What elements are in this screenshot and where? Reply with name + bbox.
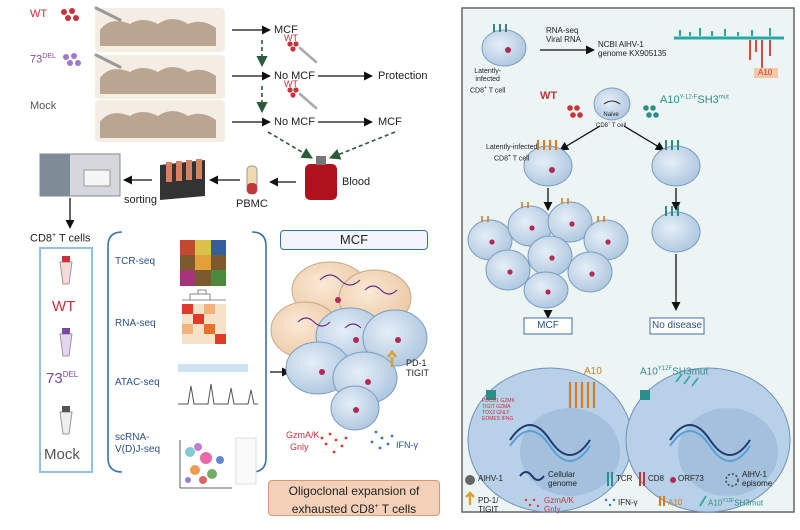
pd1-receptor-icon: [387, 349, 397, 367]
legend-tcr: TCR: [616, 474, 633, 483]
tube-panel: [39, 247, 93, 473]
cell-sorter-icon: [39, 153, 121, 197]
gene-list: PDCD1 GZMK TIGIT GZMA TOX2 GNLY EOMES IF…: [482, 398, 515, 422]
no-disease-label: No disease: [651, 320, 703, 331]
method-atac: ATAC-seq: [115, 377, 160, 388]
tube-label-mock: Mock: [44, 446, 80, 463]
ifng-dots: [370, 430, 394, 450]
legend-genome: Cellular genome: [548, 470, 577, 488]
gzma-label: GzmA/K: [286, 430, 320, 440]
cd8-title: CD8+ T cells: [30, 232, 91, 245]
legend-cd8: CD8: [648, 474, 665, 483]
legend-alhv1: AlHV-1: [478, 474, 503, 483]
mutant-cell-lower: [651, 206, 701, 253]
cow-group-wt: [95, 8, 225, 52]
blood-label: Blood: [342, 176, 371, 188]
method-bracket: [107, 231, 123, 473]
blood-bag-icon: [305, 156, 337, 200]
mcf-outcome-label: MCF: [537, 320, 559, 331]
tube-mock-icon: [59, 406, 73, 435]
pbmc-label: PBMC: [236, 198, 268, 210]
pd1-label: PD-1: [406, 358, 427, 368]
method-scrna: scRNA-: [115, 432, 150, 443]
nucleus-mut-label: A10Y12FSH3mut: [640, 366, 709, 378]
umap-plot: [179, 437, 257, 489]
tube-rack-icon: [160, 159, 205, 200]
virus-cluster-wt: [61, 8, 79, 21]
wt-label: WT: [540, 90, 558, 102]
naive-cell: [593, 87, 631, 121]
gzm-dots: [320, 432, 348, 454]
mutant-label: A10Y-12-FSH3mut: [660, 94, 729, 106]
challenge-label-1: WT: [284, 33, 298, 43]
challenge-label-2: WT: [284, 79, 298, 89]
mcf-cell-cluster: [270, 261, 428, 431]
ifng-label: IFN-γ: [396, 440, 418, 450]
legend-pd1-tigit: PD-1/ TIGIT: [478, 496, 499, 514]
result-mock: No MCF: [274, 116, 315, 128]
a10-tag: A10: [758, 68, 773, 77]
tube-label-wt: WT: [52, 298, 76, 315]
tigit-label: TIGIT: [406, 368, 429, 378]
gnly-label: Gnly: [290, 442, 309, 452]
group-label-mock: Mock: [30, 100, 57, 112]
legend: [465, 471, 739, 508]
mutant-cell-mid: [651, 140, 701, 187]
result-wt: MCF: [274, 24, 298, 36]
method-bracket-right: [251, 231, 267, 473]
cow-group-del: [95, 55, 225, 99]
atac-tracks: [178, 364, 258, 405]
group-label-del: 73DEL: [30, 53, 56, 66]
outcome-mock: MCF: [378, 116, 402, 128]
tube-del-icon: [59, 328, 73, 357]
legend-episome: AlHV-1 episome: [742, 470, 773, 488]
virus-cluster-del: [63, 53, 81, 66]
rna-heatmap: [182, 289, 226, 344]
mcf-title-box: MCF: [280, 230, 428, 250]
legend-gzm: GzmA/K Gnly: [544, 496, 574, 514]
tube-label-del: 73DEL: [46, 370, 79, 387]
mutant-virus-icon: [643, 105, 659, 118]
legend-a10mut: A10Y12FSH3mut: [708, 498, 764, 508]
syringe-icon: [94, 6, 122, 69]
genome-track: [674, 28, 784, 78]
challenge-syringe-icon: [298, 46, 318, 110]
tube-wt-icon: [59, 256, 73, 285]
legend-orf73: ORF73: [678, 474, 704, 483]
result-del: No MCF: [274, 70, 315, 82]
method-rna: RNA-seq: [115, 318, 156, 329]
legend-a10: A10: [668, 498, 683, 507]
group-label-wt: WT: [30, 8, 48, 20]
pbmc-tube-icon: [246, 165, 258, 195]
expanded-cell-cluster: [467, 198, 629, 309]
outcome-del: Protection: [378, 70, 428, 82]
cow-group-mock: [95, 100, 225, 142]
method-tcr: TCR-seq: [115, 256, 156, 267]
expansion-box: Oligoclonal expansion of exhausted CD8+ …: [268, 480, 440, 516]
legend-ifng: IFN-γ: [618, 498, 638, 507]
challenge-virus-icon: [287, 41, 299, 98]
latent-cell-top: [481, 24, 527, 67]
nucleus-right: [625, 367, 791, 513]
mcf-outcome-box: [523, 317, 573, 335]
latent-cell-mid: [523, 140, 573, 187]
nucleus-a10-label: A10: [584, 366, 602, 377]
sorting-label: sorting: [124, 194, 158, 206]
wt-virus-icon: [567, 105, 583, 118]
tcr-heatmap: [180, 240, 226, 286]
no-disease-box: [649, 317, 705, 335]
method-vdj: V(D)J-seq: [115, 444, 161, 455]
nucleus-left: [467, 367, 633, 513]
